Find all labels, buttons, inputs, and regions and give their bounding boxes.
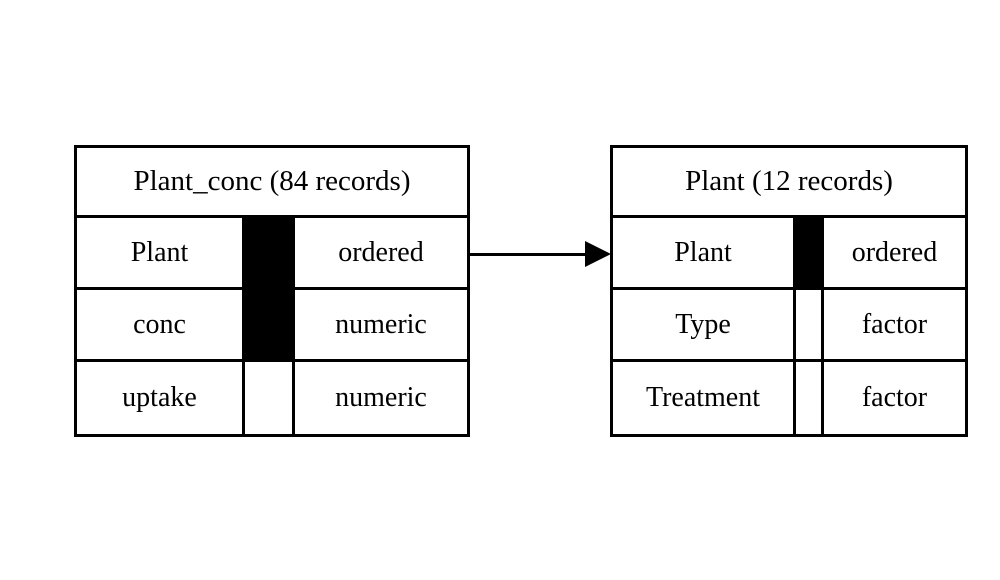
field-name-cell: Plant (613, 218, 796, 287)
table-row[interactable]: Type factor (613, 290, 965, 362)
field-name-cell: Type (613, 290, 796, 359)
entity-rows-plant-conc: Plant ordered conc numeric uptake numeri… (77, 218, 467, 434)
relationship-arrowhead-icon (585, 241, 611, 267)
field-name-cell: uptake (77, 362, 245, 434)
entity-header-plant-conc: Plant_conc (84 records) (77, 148, 467, 218)
field-key-cell (796, 362, 824, 434)
field-type-cell: ordered (824, 218, 965, 287)
entity-rows-plant: Plant ordered Type factor Treatment fact… (613, 218, 965, 434)
table-row[interactable]: Treatment factor (613, 362, 965, 434)
key-indicator-block-plant-conc (245, 218, 295, 362)
field-type-cell: factor (824, 290, 965, 359)
field-type-cell: ordered (295, 218, 467, 287)
entity-table-plant-conc[interactable]: Plant_conc (84 records) Plant ordered co… (74, 145, 470, 437)
field-key-cell (245, 362, 295, 434)
key-indicator-block-plant (796, 218, 824, 290)
table-row[interactable]: Plant ordered (613, 218, 965, 290)
field-type-cell: factor (824, 362, 965, 434)
entity-header-plant: Plant (12 records) (613, 148, 965, 218)
field-type-cell: numeric (295, 362, 467, 434)
field-name-cell: Plant (77, 218, 245, 287)
field-type-cell: numeric (295, 290, 467, 359)
table-row[interactable]: uptake numeric (77, 362, 467, 434)
field-key-cell (796, 290, 824, 359)
field-name-cell: conc (77, 290, 245, 359)
entity-table-plant[interactable]: Plant (12 records) Plant ordered Type fa… (610, 145, 968, 437)
relationship-line-plant-conc-to-plant (470, 253, 587, 256)
field-name-cell: Treatment (613, 362, 796, 434)
